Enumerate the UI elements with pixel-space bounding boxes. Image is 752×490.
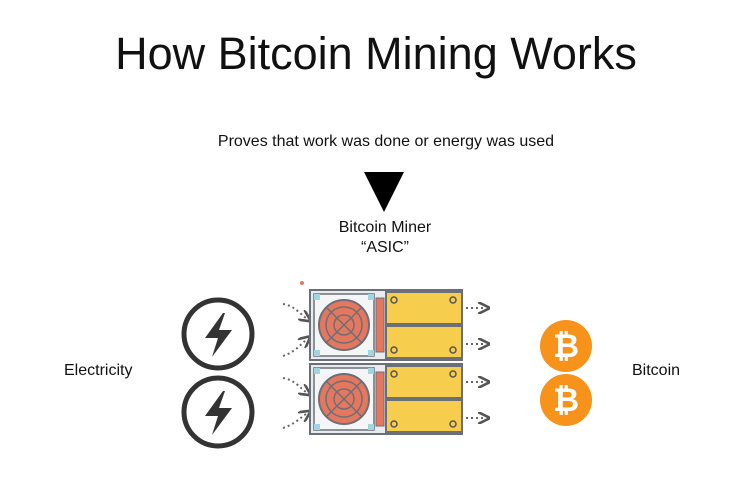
- bitcoin-icon: ₿: [540, 374, 592, 426]
- asic-miner-icon: [309, 289, 463, 361]
- svg-text:₿: ₿: [553, 328, 579, 364]
- lightning-icon: [181, 297, 255, 371]
- miner-label-line1: Bitcoin Miner: [338, 219, 432, 236]
- page-title: How Bitcoin Mining Works: [115, 28, 637, 79]
- proof-of-work-caption: Proves that work was done or energy was …: [217, 133, 555, 150]
- svg-text:₿: ₿: [553, 382, 579, 418]
- asic-miner-icon: [309, 363, 463, 435]
- output-flow-arrows: [466, 308, 484, 418]
- down-arrow-icon: [364, 172, 404, 212]
- bitcoin-label: Bitcoin: [632, 362, 681, 379]
- electricity-label: Electricity: [64, 362, 133, 379]
- miner-label: Bitcoin Miner “ASIC”: [300, 218, 470, 258]
- input-flow-arrows: [282, 303, 306, 429]
- bitcoin-icon: ₿: [540, 320, 592, 372]
- miner-label-line2: “ASIC”: [361, 239, 409, 256]
- lightning-icon: [181, 375, 255, 449]
